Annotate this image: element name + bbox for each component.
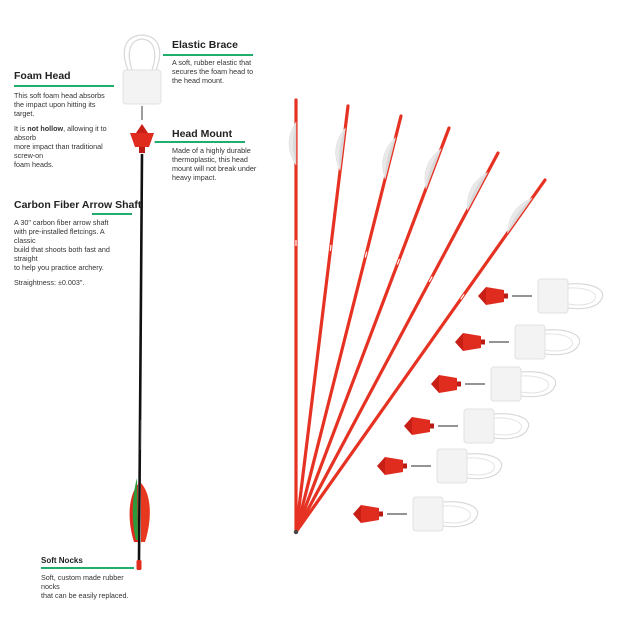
soft-nocks-desc: Soft, custom made rubber nocks that can …: [41, 573, 129, 600]
foam-head-assembly: [478, 278, 604, 314]
foam-head-desc-2-post: , allowing it to absorb more impact than…: [14, 124, 107, 169]
foam-head-assembly: [431, 366, 557, 402]
foam-head-assembly: [455, 324, 581, 360]
foam-head-desc-2-bold: not hollow: [27, 124, 64, 133]
head-mount-desc: Made of a highly durable thermoplastic, …: [172, 146, 257, 182]
elastic-brace-image: [123, 34, 161, 71]
soft-nocks-underline: [41, 567, 134, 569]
head-mount-title: Head Mount: [172, 128, 233, 140]
elastic-brace-underline: [163, 54, 253, 56]
fletching-image: [129, 478, 150, 542]
fan-arrow: [294, 178, 547, 534]
carbon-shaft-title: Carbon Fiber Arrow Shaft: [14, 199, 142, 211]
foam-head-desc-1: This soft foam head absorbs the impact u…: [14, 91, 105, 118]
foam-head-desc-2-pre: It is: [14, 124, 28, 133]
foam-head-assembly: [353, 496, 479, 532]
fan-arrow: [294, 114, 403, 534]
fan-arrow: [294, 151, 500, 534]
head-mount-underline: [155, 141, 245, 143]
head-mount-image: [130, 124, 154, 153]
fan-base-dot: [293, 529, 299, 535]
arrow-fan: [288, 98, 547, 535]
elastic-brace-desc: A soft, rubber elastic that secures the …: [172, 58, 254, 85]
carbon-shaft-image: [137, 153, 144, 561]
foam-head-assembly: [377, 448, 503, 484]
soft-nock-image: [136, 560, 142, 570]
carbon-shaft-underline: [92, 213, 132, 215]
foam-head-assembly: [404, 408, 530, 444]
foam-head-underline: [14, 85, 114, 87]
carbon-shaft-straightness: Straightness: ±0.003".: [14, 278, 85, 287]
soft-nocks-title: Soft Nocks: [41, 556, 83, 565]
foam-head-assemblies: [353, 278, 604, 532]
foam-head-image: [122, 69, 162, 105]
carbon-shaft-desc: A 30" carbon fiber arrow shaft with pre-…: [14, 218, 110, 272]
foam-head-title: Foam Head: [14, 70, 71, 82]
elastic-brace-title: Elastic Brace: [172, 39, 238, 51]
fan-arrow: [288, 98, 298, 534]
foam-head-desc-2: It is not hollow, allowing it to absorb …: [14, 124, 124, 169]
fan-arrow: [294, 104, 350, 534]
fan-arrow: [294, 126, 451, 534]
exploded-arrow: [122, 34, 162, 570]
